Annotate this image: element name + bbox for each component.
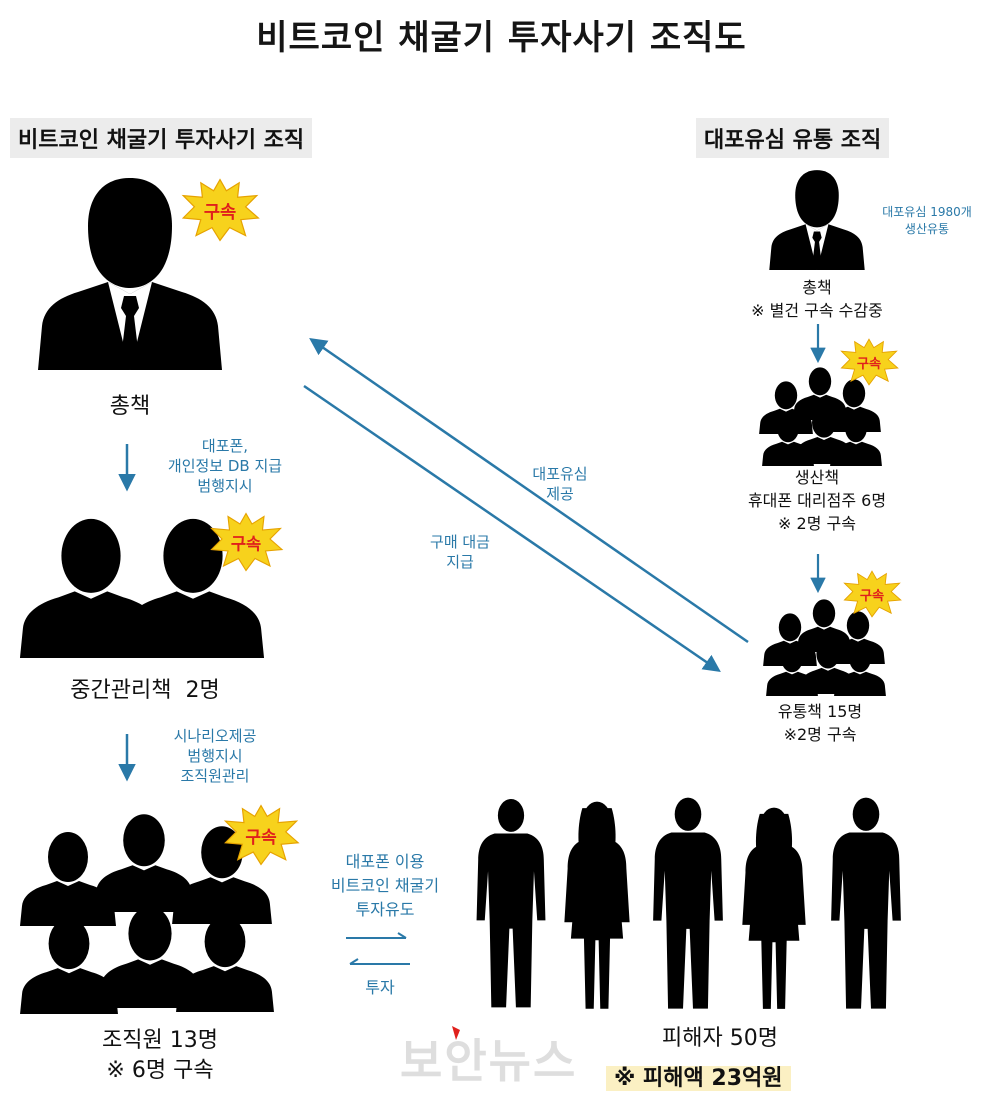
- victims-damage: ※ 피해액 23억원: [606, 1064, 791, 1094]
- note-line: 범행지시: [187, 747, 243, 765]
- label-line: 지급: [446, 553, 474, 571]
- note-line: 생산유통: [904, 222, 950, 236]
- label-line: ※ 2명 구속: [778, 514, 856, 533]
- right-section-label: 대포유심 유통 조직: [696, 118, 890, 158]
- distributors-arrest-badge: 구속: [840, 570, 904, 618]
- note-line: 대포폰,: [201, 437, 249, 455]
- note-line: 대포유심 1980개: [882, 205, 972, 219]
- left-boss-arrest-badge: 구속: [178, 178, 262, 242]
- left-arrow-middle-to-members: [118, 734, 136, 782]
- right-producers-label: 생산책 휴대폰 대리점주 6명 ※ 2명 구속: [712, 466, 922, 535]
- left-boss-badge-text: 구속: [204, 203, 236, 223]
- label-line: 비트코인 채굴기: [330, 876, 440, 895]
- label-line: 생산책: [794, 468, 840, 487]
- producer-figure: [828, 412, 884, 466]
- cross-upper-label: 대포유심 제공: [500, 464, 620, 504]
- watermark-logo: 보안뉴스: [400, 1034, 578, 1088]
- left-boss-label: 총책: [109, 394, 151, 419]
- left-members-label: 조직원 13명 ※ 6명 구속: [60, 1026, 260, 1086]
- victim-figure: [822, 796, 910, 1012]
- left-middle-label: 중간관리책 2명: [70, 678, 220, 703]
- right-arrow-boss-to-producers: [810, 324, 826, 364]
- right-boss-label: 총책 ※ 별건 구속 수감중: [712, 276, 922, 322]
- producers-badge-text: 구속: [857, 356, 881, 372]
- left-arrow-boss-to-middle: [118, 444, 136, 492]
- right-distributors-label: 유통책 15명 ※2명 구속: [730, 700, 910, 746]
- victim-figure: [556, 800, 638, 1012]
- label-line: ※2명 구속: [783, 725, 857, 744]
- victim-back-label: 투자: [365, 978, 395, 997]
- members-badge-text: 구속: [245, 828, 277, 848]
- victim-figure: [644, 796, 732, 1012]
- label-line: 휴대폰 대리점주 6명: [747, 491, 887, 510]
- victim-figure: [470, 796, 552, 1012]
- right-boss-figure: [769, 170, 865, 270]
- damage-highlight: ※ 피해액 23억원: [606, 1066, 791, 1091]
- left-boss-to-middle-note: 대포폰, 개인정보 DB 지급 범행지시: [140, 436, 310, 496]
- victim-figure: [734, 806, 814, 1012]
- member-figure: [174, 910, 276, 1012]
- note-line: 조직원관리: [180, 767, 250, 785]
- label-line: 제공: [546, 485, 574, 503]
- label-line: 투자유도: [355, 900, 415, 919]
- note-line: 개인정보 DB 지급: [167, 457, 283, 475]
- note-line: 시나리오제공: [173, 727, 257, 745]
- label-line: ※ 별건 구속 수감중: [751, 301, 883, 320]
- label-line: 유통책 15명: [777, 702, 863, 721]
- right-arrow-producers-to-distributors: [810, 554, 826, 594]
- victims-label: 피해자 50명: [662, 1026, 778, 1051]
- label-line: 총책: [802, 278, 832, 297]
- arrow-payment: [303, 384, 721, 672]
- cross-lower-label: 구매 대금 지급: [400, 532, 520, 572]
- arrow-back-head: [349, 958, 359, 965]
- arrow-forward-head: [397, 932, 407, 939]
- right-boss-note: 대포유심 1980개 생산유통: [862, 204, 992, 238]
- victim-exchange-arrows: [346, 932, 410, 965]
- label-line: 구매 대금: [430, 533, 490, 551]
- arrow-sim-supply: [309, 338, 749, 644]
- producers-arrest-badge: 구속: [838, 338, 900, 386]
- label-line: 대포유심: [532, 465, 588, 483]
- label-line: 대포폰 이용: [345, 852, 425, 871]
- diagram-title: 비트코인 채굴기 투자사기 조직도: [256, 18, 747, 58]
- distributor-figure: [832, 642, 888, 696]
- victim-forward-label: 대포폰 이용 비트코인 채굴기 투자유도: [300, 850, 470, 922]
- left-middle-to-members-note: 시나리오제공 범행지시 조직원관리: [140, 726, 290, 786]
- members-count: 조직원 13명: [102, 1028, 218, 1053]
- cross-arrows: [303, 338, 749, 672]
- note-line: 범행지시: [197, 477, 253, 495]
- left-section-label: 비트코인 채굴기 투자사기 조직: [10, 118, 313, 158]
- members-arrested: ※ 6명 구속: [106, 1058, 214, 1083]
- left-middle-badge-text: 구속: [231, 535, 261, 554]
- distributors-badge-text: 구속: [860, 588, 884, 604]
- left-middle-arrest-badge: 구속: [206, 512, 286, 572]
- watermark-pin-icon: [452, 1026, 460, 1040]
- members-arrest-badge: 구속: [220, 804, 302, 866]
